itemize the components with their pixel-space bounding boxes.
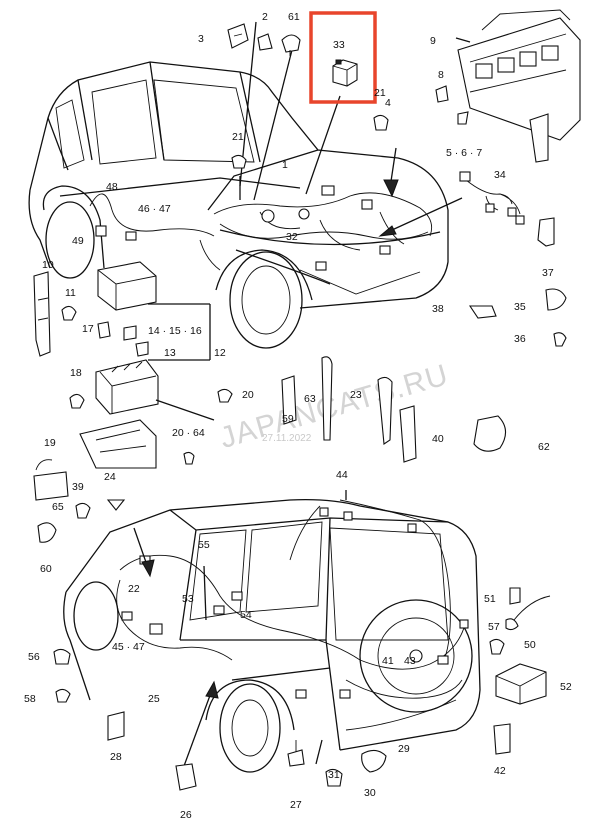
callout-54: 54 [240,609,252,621]
callout-46-47: 46 · 47 [138,203,171,215]
callout-1: 1 [282,159,288,171]
callout-14-15-16: 14 · 15 · 16 [148,325,202,337]
right-side-parts-top [459,171,567,347]
callout-41: 41 [382,655,394,667]
callout-36: 36 [514,333,526,345]
callout-56: 56 [28,651,40,663]
front-leader-lines [239,21,463,237]
callout-53: 53 [182,593,194,605]
callout-5-6-7: 5 · 6 · 7 [446,147,482,159]
callout-12: 12 [214,347,226,359]
callout-18: 18 [70,367,82,379]
callout-44: 44 [336,469,348,481]
front-vehicle-outline [28,61,449,349]
rear-leader-lines [133,490,347,767]
callout-20-64: 20 · 64 [172,427,205,439]
callout-37: 37 [542,267,554,279]
callout-49: 49 [72,235,84,247]
callout-40: 40 [432,433,444,445]
part-33-relay[interactable] [309,11,377,104]
callout-28: 28 [110,751,122,763]
callout-4: 4 [385,97,391,109]
callout-31: 31 [328,769,340,781]
callout-61: 61 [288,11,300,23]
callout-43: 43 [404,655,416,667]
callout-59: 59 [282,413,294,425]
callout-20: 20 [242,389,254,401]
callout-30: 30 [364,787,376,799]
left-middle-sensors [33,459,126,543]
left-side-modules [33,261,233,469]
callout-65: 65 [52,501,64,513]
callout-35: 35 [514,301,526,313]
callout-51: 51 [484,593,496,605]
date-stamp: 27.11.2022 [262,433,312,444]
bottom-small-parts [53,587,551,791]
relay-box-assembly [455,9,581,163]
callout-58: 58 [24,693,36,705]
callout-29: 29 [398,743,410,755]
callout-22: 22 [128,583,140,595]
top-small-parts [227,23,469,169]
rear-vehicle-outline [63,498,481,773]
callout-3: 3 [198,33,204,45]
callout-11: 11 [65,287,76,299]
callout-2: 2 [262,11,268,23]
callout-45-47: 45 · 47 [112,641,145,653]
callout-52: 52 [560,681,572,693]
callout-34: 34 [494,169,506,181]
callout-24: 24 [104,471,116,483]
callout-9: 9 [430,35,436,47]
callout-32: 32 [286,231,298,243]
callout-57: 57 [488,621,500,633]
callout-21-right: 21 [374,87,386,99]
callout-33: 33 [333,39,345,51]
callout-23: 23 [350,389,362,401]
callout-19: 19 [44,437,56,449]
callout-60: 60 [40,563,52,575]
callout-21-top: 21 [232,131,244,143]
part-callouts: 1 2 3 4 5 · 6 · 7 8 9 10 11 12 13 14 · 1… [24,11,572,821]
callout-48: 48 [106,181,118,193]
callout-62: 62 [538,441,550,453]
callout-25: 25 [148,693,160,705]
callout-17: 17 [82,323,94,335]
callout-39: 39 [72,481,84,493]
callout-63: 63 [304,393,316,405]
watermark-text: JAPANCATS.RU [216,358,452,455]
callout-26: 26 [180,809,192,821]
callout-10: 10 [42,259,54,271]
callout-13: 13 [164,347,176,359]
callout-27: 27 [290,799,302,811]
callout-55: 55 [198,539,210,551]
clips-and-brackets [281,356,507,463]
callout-8: 8 [438,69,444,81]
callout-42: 42 [494,765,506,777]
callout-50: 50 [524,639,536,651]
callout-38: 38 [432,303,444,315]
